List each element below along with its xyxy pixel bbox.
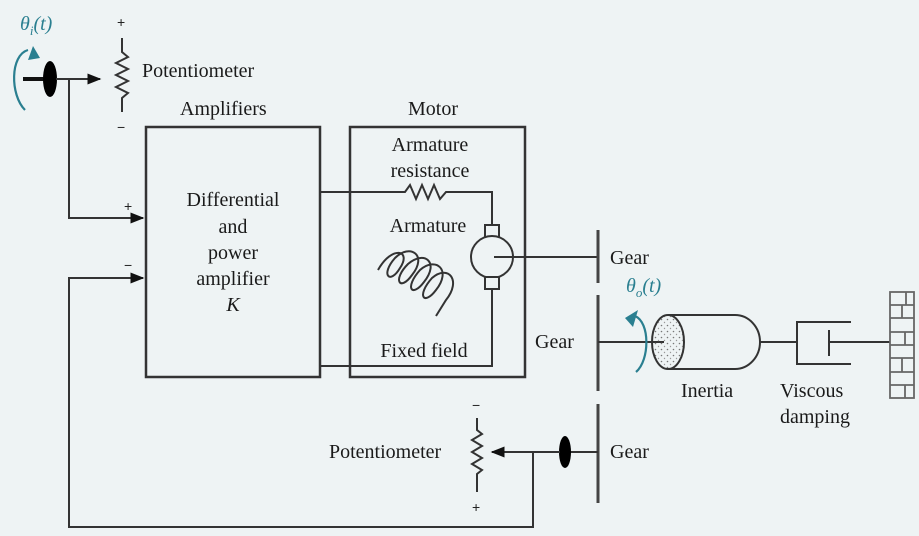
input-pot-label: Potentiometer [142, 60, 255, 82]
amp-line-4: amplifier [196, 268, 270, 290]
input-pot-plus: + [117, 14, 125, 30]
input-potentiometer: + − Potentiometer [113, 14, 255, 135]
feedback-pot-minus: − [472, 397, 480, 413]
damping-line-1: Viscous [780, 380, 843, 402]
output-rotation-arrowhead-icon [625, 310, 638, 327]
amp-line-1: Differential [187, 189, 280, 211]
damping-line-2: damping [780, 406, 850, 428]
motor-gear-label: Gear [610, 247, 649, 269]
amp-gain: K [225, 294, 241, 316]
input-shaft [13, 46, 102, 111]
amplifier-text: Differential and power amplifier K [187, 189, 280, 316]
output-rotation-arrow-icon [634, 314, 648, 373]
armature-return-wire [320, 289, 493, 367]
motor-title: Motor [408, 98, 458, 120]
output-angle-label: θo(t) [626, 275, 662, 300]
feedback-gear-label: Gear [610, 441, 649, 463]
damper-cylinder-icon [796, 321, 851, 365]
feedback-knob [559, 436, 571, 468]
input-knob [43, 61, 57, 97]
feedback-pot-resistor-icon [470, 418, 484, 492]
armature-label: Armature [390, 215, 467, 237]
armature-icon [470, 224, 514, 290]
amp-plus-sign: + [124, 198, 132, 214]
wall-icon [889, 291, 915, 399]
motor-block [348, 125, 527, 379]
field-coil-icon [377, 250, 455, 317]
load-gear-label: Gear [535, 331, 574, 353]
input-angle-label: θi(t) [20, 13, 53, 38]
amp-minus-sign: − [124, 257, 132, 273]
inertia-icon [651, 314, 761, 370]
fixed-field-label: Fixed field [380, 340, 467, 362]
inertia-label: Inertia [681, 380, 733, 402]
armature-resistance-line-2: resistance [391, 160, 470, 182]
amp-line-3: power [208, 242, 258, 264]
feedback-potentiometer: − + Potentiometer [329, 397, 484, 515]
input-pot-resistor-icon [113, 38, 131, 112]
armature-resistor-wire [320, 182, 493, 226]
feedback-pot-label: Potentiometer [329, 441, 442, 463]
amplifiers-title: Amplifiers [180, 98, 267, 120]
feedback-pot-plus: + [472, 499, 480, 515]
armature-resistance-line-1: Armature [392, 134, 469, 156]
amp-line-2: and [219, 216, 248, 238]
minus-input-wire [68, 272, 534, 528]
input-pot-minus: − [117, 119, 125, 135]
input-rotation-arrow-icon [13, 48, 29, 111]
plus-input-wire [68, 79, 145, 224]
amplifier-block [144, 125, 322, 379]
input-rotation-arrowhead-icon [28, 46, 40, 60]
